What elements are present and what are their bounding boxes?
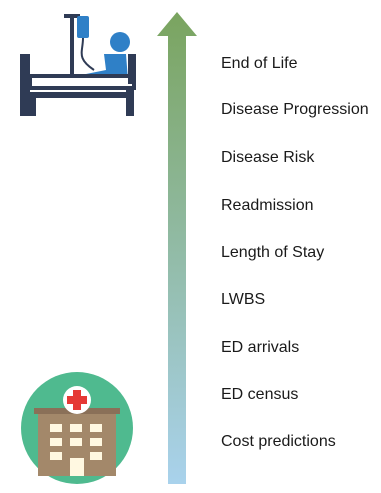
outcome-label-readmission: Readmission <box>221 197 314 214</box>
progression-arrow <box>157 12 197 484</box>
patient-in-bed-icon <box>20 14 136 116</box>
outcome-label-cost-predictions: Cost predictions <box>221 433 336 450</box>
outcome-label-length-of-stay: Length of Stay <box>221 244 325 261</box>
outcome-label-lwbs: LWBS <box>221 291 266 308</box>
outcome-label-disease-risk: Disease Risk <box>221 149 315 166</box>
hospital-icon <box>21 372 133 484</box>
outcome-label-end-of-life: End of Life <box>221 55 298 72</box>
outcome-label-ed-census: ED census <box>221 386 299 403</box>
outcome-label-disease-progression: Disease Progression <box>221 101 369 118</box>
outcome-label-ed-arrivals: ED arrivals <box>221 339 300 356</box>
